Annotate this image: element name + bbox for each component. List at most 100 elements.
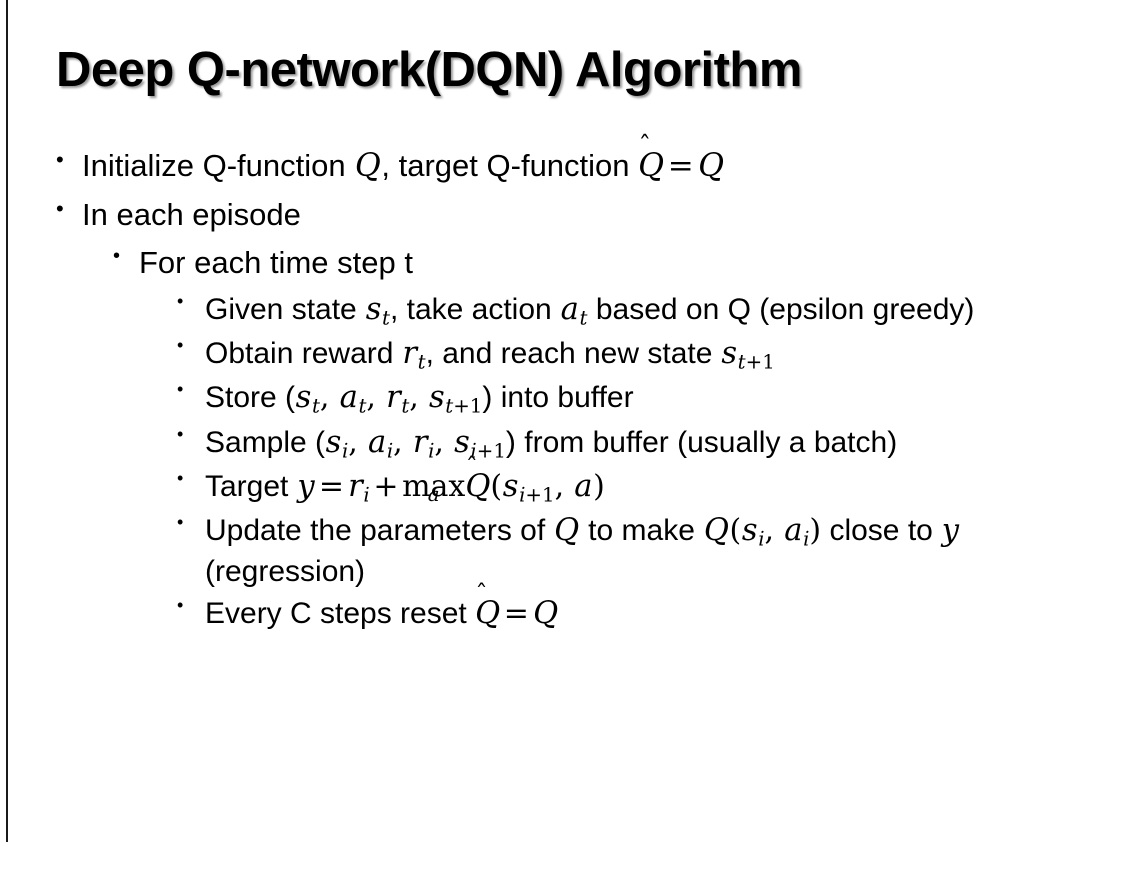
slide-body: • Initialize Q-function Q, target Q-func… bbox=[56, 146, 1096, 637]
bullet-marker: • bbox=[177, 290, 184, 311]
bullet-marker: • bbox=[177, 595, 184, 616]
math-subscript-i: i bbox=[803, 527, 810, 551]
math-q: Q bbox=[533, 596, 559, 632]
list-item-text: Update the parameters of Q to make Q(si,… bbox=[205, 511, 1096, 591]
list-item-text: Store (st, at, rt, st+1) into buffer bbox=[205, 378, 1096, 419]
math-s: s bbox=[295, 380, 312, 416]
math-subscript-t: t bbox=[401, 394, 410, 418]
math-separator: , bbox=[348, 424, 368, 460]
math-subscript-i: i bbox=[428, 439, 435, 463]
bullet-marker: • bbox=[113, 245, 121, 268]
text-fragment: Target bbox=[205, 469, 297, 503]
math-s: s bbox=[741, 513, 758, 549]
subscript-offset: +1 bbox=[476, 439, 506, 463]
math-a: a bbox=[367, 424, 387, 460]
bullet-marker: • bbox=[177, 467, 184, 488]
subscript-var: i bbox=[470, 439, 477, 463]
list-item-update-parameters: • Update the parameters of Q to make Q(s… bbox=[177, 511, 1096, 591]
math-paren-open: ( bbox=[490, 468, 503, 504]
subscript-offset: +1 bbox=[525, 483, 555, 507]
text-fragment: (regression) bbox=[205, 555, 366, 589]
list-item-text: Obtain reward rt, and reach new state st… bbox=[205, 334, 1096, 375]
math-separator: , bbox=[554, 468, 574, 504]
math-subscript-t: t bbox=[358, 394, 367, 418]
text-fragment: , take action bbox=[389, 292, 561, 326]
list-item-for-each-time-step: • For each time step t bbox=[113, 243, 1096, 283]
math-separator: , bbox=[434, 424, 454, 460]
math-q: Q bbox=[698, 148, 725, 184]
math-separator: , bbox=[319, 380, 339, 416]
math-s: s bbox=[428, 380, 445, 416]
list-item-text: Target y=ri+maxâQ(si+1, a) bbox=[205, 467, 1096, 508]
math-q-base: Q bbox=[475, 596, 501, 632]
list-item-text: Given state st, take action at based on … bbox=[205, 290, 1096, 331]
math-subscript-t: t bbox=[382, 306, 390, 330]
math-a: a bbox=[574, 468, 593, 504]
subscript-var: i bbox=[519, 483, 526, 507]
list-item-text: Every C steps reset ̂Q=Q bbox=[205, 594, 1096, 634]
math-subscript-t-plus-1: t+1 bbox=[738, 351, 775, 374]
math-equals: = bbox=[667, 148, 694, 184]
math-equals: = bbox=[503, 596, 529, 632]
subscript-offset: +1 bbox=[453, 394, 483, 418]
math-y: y bbox=[297, 468, 315, 504]
text-fragment: Obtain reward bbox=[205, 336, 402, 370]
math-a: a bbox=[560, 291, 579, 327]
bullet-marker: • bbox=[177, 423, 184, 444]
text-fragment: ) into buffer bbox=[482, 381, 634, 415]
math-r: r bbox=[386, 380, 401, 416]
list-item-text: Initialize Q-function Q, target Q-functi… bbox=[82, 146, 1096, 187]
math-s: s bbox=[325, 424, 342, 460]
math-subscript-t: t bbox=[579, 306, 588, 330]
list-item-text: For each time step t bbox=[139, 245, 413, 281]
text-fragment: Every C steps reset bbox=[205, 597, 476, 631]
list-item-reset-target-network: • Every C steps reset ̂Q=Q bbox=[177, 594, 1096, 634]
text-fragment: Store ( bbox=[205, 381, 296, 415]
bullet-marker: • bbox=[56, 147, 64, 172]
list-item-store-buffer: • Store (st, at, rt, st+1) into buffer bbox=[177, 378, 1096, 419]
list-item-given-state: • Given state st, take action at based o… bbox=[177, 290, 1096, 331]
math-q-base: Q bbox=[638, 148, 665, 184]
text-fragment: , and reach new state bbox=[425, 336, 721, 370]
math-s: s bbox=[502, 468, 519, 504]
text-fragment: Given state bbox=[205, 292, 366, 326]
math-paren-close: ) bbox=[593, 468, 605, 504]
subscript-var: t bbox=[445, 394, 454, 418]
math-subscript-t-plus-1: t+1 bbox=[445, 395, 482, 418]
text-fragment: close to bbox=[821, 514, 942, 548]
math-separator: , bbox=[764, 513, 784, 549]
list-item-in-each-episode: • In each episode bbox=[56, 195, 1096, 235]
subscript-var: t bbox=[737, 350, 746, 374]
math-q-hat: ̂Q bbox=[465, 467, 490, 507]
math-subscript-i-plus-1: i+1 bbox=[519, 483, 555, 506]
math-subscript-t: t bbox=[311, 394, 320, 418]
math-q: Q bbox=[354, 148, 381, 184]
text-fragment: Update the parameters of bbox=[205, 514, 554, 548]
bullet-marker: • bbox=[177, 512, 184, 533]
math-a: a bbox=[339, 380, 358, 416]
max-underscript: a bbox=[427, 482, 440, 506]
math-separator: , bbox=[409, 380, 429, 416]
list-item-obtain-reward: • Obtain reward rt, and reach new state … bbox=[177, 334, 1096, 375]
text-fragment: ) from buffer (usually a batch) bbox=[505, 425, 898, 459]
math-subscript-t: t bbox=[417, 350, 426, 374]
bullet-marker: • bbox=[177, 334, 184, 355]
list-item-initialize: • Initialize Q-function Q, target Q-func… bbox=[56, 146, 1096, 187]
math-a: a bbox=[784, 513, 803, 549]
math-paren-open: ( bbox=[729, 513, 742, 549]
list-item-text: In each episode bbox=[82, 197, 301, 233]
max-label: max bbox=[402, 468, 466, 504]
text-fragment: Initialize Q-function bbox=[82, 148, 355, 183]
math-subscript-i: i bbox=[386, 439, 394, 463]
math-separator: , bbox=[393, 424, 413, 460]
list-item-text: Sample (si, ai, ri, si+1) from buffer (u… bbox=[205, 423, 1096, 464]
math-q-hat: ̂Q bbox=[638, 146, 664, 187]
math-paren-close: ) bbox=[809, 513, 822, 549]
math-s: s bbox=[454, 424, 470, 460]
math-plus: + bbox=[373, 468, 399, 504]
math-q: Q bbox=[554, 513, 580, 549]
math-q: Q bbox=[703, 513, 729, 549]
bullet-marker: • bbox=[177, 379, 184, 400]
